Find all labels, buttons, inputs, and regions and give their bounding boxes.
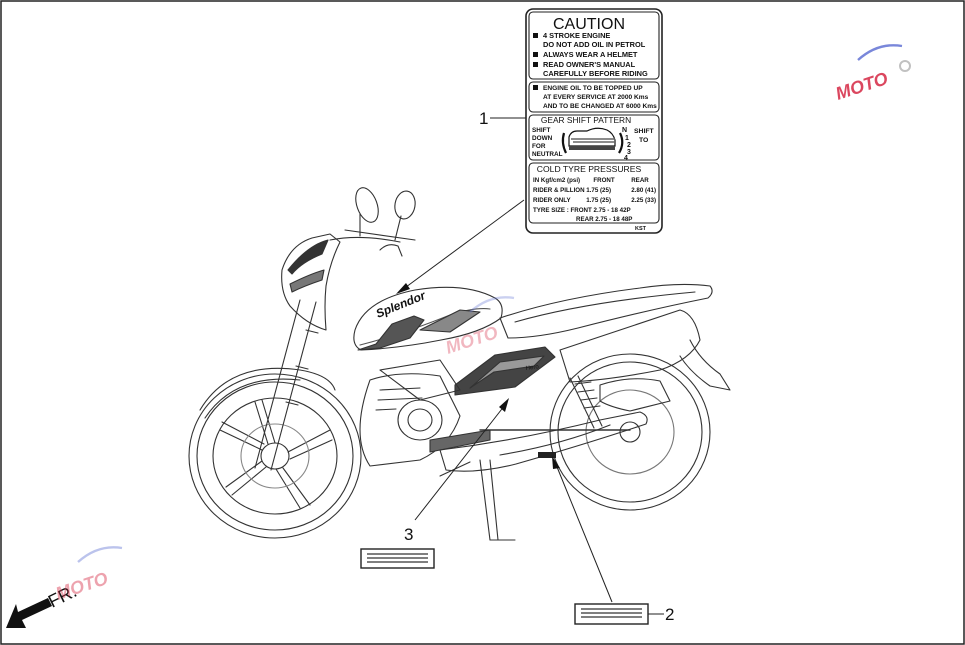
gear-icon: [899, 60, 911, 72]
tank-brand-text: Splendor: [374, 288, 429, 321]
gear-left-3: FOR: [532, 143, 546, 150]
caution-line-5: CAREFULLY BEFORE RIDING: [543, 69, 648, 78]
tyre-row-1-front: 1.75 (25): [586, 187, 611, 194]
tyre-row-2-label: RIDER ONLY: [533, 197, 571, 204]
gear-right-2: TO: [639, 137, 648, 144]
decal-outline: [525, 8, 663, 234]
caution-line-4: READ OWNER'S MANUAL: [543, 60, 636, 69]
watermark-bottom-left: MOTO: [53, 546, 123, 604]
label-2-sticker: [574, 603, 649, 625]
tyre-box: [528, 162, 660, 224]
label-3-sticker: [360, 548, 435, 569]
gear-right-1: SHIFT: [634, 128, 654, 135]
gear-4: 4: [624, 155, 628, 162]
rear-wheel: [549, 353, 711, 511]
decal-code: KST: [635, 226, 647, 232]
oil-line-2: AT EVERY SERVICE AT 2000 Kms: [543, 94, 649, 101]
tyre-header-front: FRONT: [593, 177, 615, 184]
tyre-header-rear: REAR: [631, 177, 649, 184]
side-brand-text: Hero: [525, 364, 539, 372]
gear-2: 2: [627, 142, 631, 149]
decal-panel: CAUTION 4 STROKE ENGINE DO NOT ADD OIL I…: [525, 8, 663, 234]
tyre-title: COLD TYRE PRESSURES: [537, 164, 642, 174]
tyre-size-front: TYRE SIZE : FRONT 2.75 - 18 42P: [533, 207, 631, 214]
callout-3-label: 3: [404, 525, 413, 544]
oil-line-1: ENGINE OIL TO BE TOPPED UP: [543, 85, 643, 92]
gear-box: [528, 114, 660, 161]
watermark-text: MOTO: [53, 568, 110, 604]
leader-line-3: [414, 404, 506, 521]
tyre-row-1-label: RIDER & PILLION: [533, 187, 585, 194]
front-fork: [254, 299, 319, 471]
watermark-top-right: MOTO: [833, 44, 911, 104]
leader-line-2: [554, 461, 613, 603]
seat: [499, 283, 713, 339]
gear-left-4: NEUTRAL: [532, 151, 563, 158]
front-wheel: [188, 373, 362, 539]
engine: [359, 373, 461, 467]
tyre-size-rear: REAR 2.75 - 18 48P: [576, 216, 632, 223]
oil-box: [528, 81, 660, 113]
watermark-text: MOTO: [833, 68, 890, 104]
caution-line-1: 4 STROKE ENGINE: [543, 31, 610, 40]
tyre-row-1-rear: 2.80 (41): [631, 187, 656, 194]
tyre-row-2-rear: 2.25 (33): [631, 197, 656, 204]
motorcycle-drawing: [188, 187, 731, 541]
caution-title: CAUTION: [553, 16, 625, 33]
center-stand: [479, 459, 516, 541]
callout-2-label: 2: [665, 605, 674, 624]
caution-box: [528, 11, 660, 80]
front-arrow-icon: [6, 598, 52, 628]
shoe-gear-icon: [561, 127, 624, 154]
gear-3: 3: [627, 149, 631, 156]
rear-cowl: [559, 309, 701, 383]
arrowhead-icon: [396, 283, 410, 294]
callout-1-label: 1: [479, 109, 488, 128]
tyre-header-unit: IN Kgf/cm2 (psi): [533, 177, 580, 184]
arrowhead-icon: [552, 456, 560, 469]
exhaust: [439, 411, 648, 472]
bullet-icon: [533, 52, 538, 57]
bullet-icon: [533, 33, 538, 38]
gear-n: N: [622, 127, 627, 134]
caution-line-2: DO NOT ADD OIL IN PETROL: [543, 40, 646, 49]
bullet-icon: [533, 85, 538, 90]
tyre-row-2-front: 1.75 (25): [586, 197, 611, 204]
gear-left-1: SHIFT: [532, 127, 551, 134]
caution-line-3: ALWAYS WEAR A HELMET: [543, 50, 638, 59]
gear-1: 1: [625, 135, 629, 142]
headlamp-cowl: [281, 233, 341, 331]
bullet-icon: [533, 62, 538, 67]
oil-line-3: AND TO BE CHANGED AT 6000 Kms: [543, 103, 657, 110]
gear-left-2: DOWN: [532, 135, 553, 142]
gear-title: GEAR SHIFT PATTERN: [541, 115, 631, 125]
leader-line-1: [401, 199, 525, 291]
front-mudguard: [199, 367, 336, 419]
rear-shock: [569, 375, 603, 429]
arrowhead-icon: [499, 398, 509, 412]
